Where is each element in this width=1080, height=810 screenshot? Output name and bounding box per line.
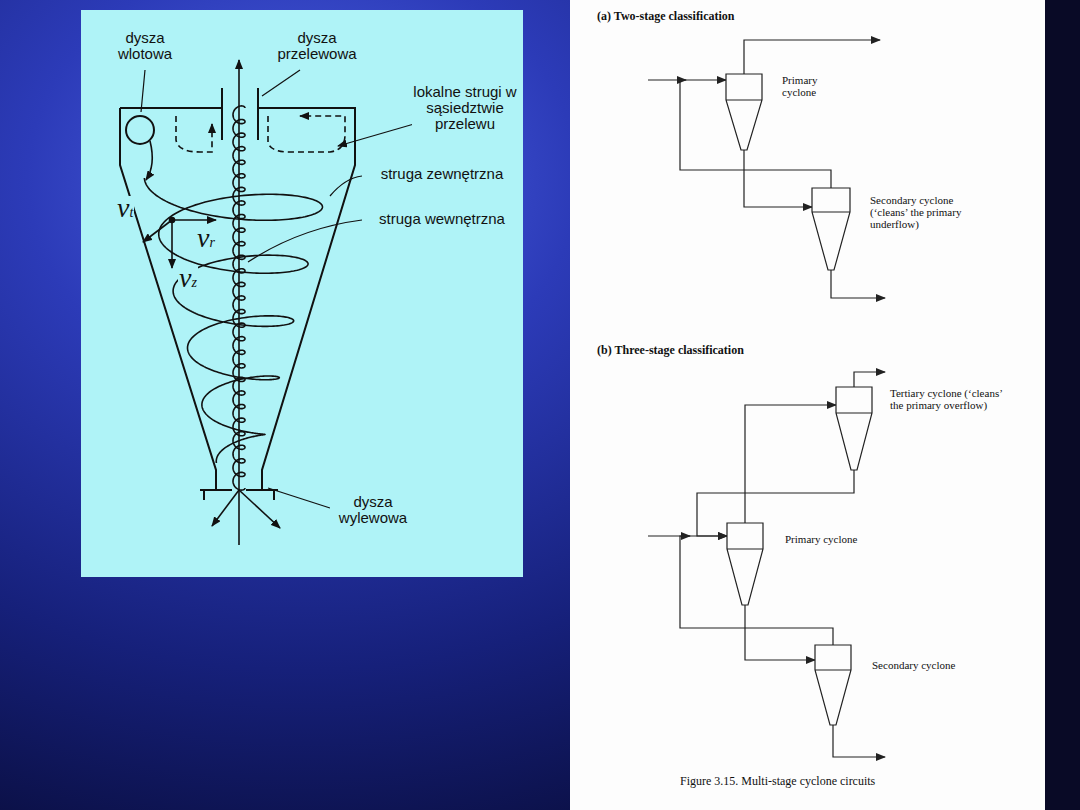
drawing-part (144, 106, 322, 490)
cyclone-outline (726, 74, 762, 150)
velocity-origin (170, 218, 175, 223)
overflow-line (744, 40, 880, 74)
drawing-part (143, 60, 345, 545)
drawing-part (648, 40, 885, 757)
cyclone-label: Secondary cyclone (‘cleans’ the primary … (870, 194, 984, 230)
edge-strip (1045, 0, 1080, 810)
cyclone-symbol (726, 74, 762, 150)
cyclone-node: Primary cyclone (727, 523, 763, 605)
underflow-exit (212, 490, 239, 526)
leader-line (248, 220, 362, 262)
cyclone-node: Primary cyclone (726, 74, 762, 150)
cyclone-label: Primary cyclone (785, 533, 915, 545)
cyclone-outline (812, 188, 850, 270)
cyclone-label: Tertiary cyclone (‘cleans’ the primary o… (890, 387, 1004, 411)
leader-line (141, 70, 145, 112)
velocity-vector (171, 220, 173, 268)
underflow-line (831, 270, 885, 298)
flow-connector (744, 150, 812, 207)
flow-label: struga zewnętrzna (364, 166, 520, 182)
velocity-label: vt (116, 196, 134, 225)
cyclone-outline (727, 523, 763, 605)
drawing-part (141, 70, 414, 508)
cyclone-outline (815, 645, 851, 725)
flow-connector (697, 470, 854, 536)
inlet-nozzle (126, 116, 154, 144)
overflow-pipe (222, 88, 258, 140)
inner-spiral (233, 106, 245, 490)
local-flow (268, 116, 345, 152)
cyclone-node: Secondary cyclone (815, 645, 851, 725)
subfigure-label: (b) Three-stage classification (597, 343, 744, 357)
leader-line (262, 70, 300, 96)
cyclone-node: Secondary cyclone (‘cleans’ the primary … (812, 188, 850, 270)
inlet-flow (146, 141, 152, 180)
velocity-label: vz (178, 266, 198, 295)
part-label: dysza wylewowa (330, 494, 416, 526)
leader-line (338, 124, 414, 146)
cyclone-node: Tertiary cyclone (‘cleans’ the primary o… (836, 387, 872, 470)
figure-caption: Figure 3.15. Multi-stage cyclone circuit… (680, 774, 875, 788)
cyclone-label: Secondary cyclone (872, 659, 1002, 671)
local-flow (176, 116, 212, 152)
velocity-vector (143, 220, 172, 242)
subfigure-label: (a) Two-stage classification (597, 9, 735, 23)
velocity-label: vr (196, 226, 216, 255)
leader-line (268, 488, 330, 508)
cyclone-symbol (727, 523, 763, 605)
flow-connector (745, 605, 815, 660)
velocity-vector (172, 219, 216, 221)
flow-label: struga wewnętrzna (364, 211, 520, 227)
part-label: dysza wlotowa (112, 30, 178, 62)
underflow-exit (239, 490, 280, 528)
cyclone-outline (836, 387, 872, 470)
overflow-line (854, 372, 885, 387)
cyclone-label: Primary cyclone (782, 74, 832, 98)
part-label: dysza przelewowa (272, 30, 362, 62)
cyclone-symbol (815, 645, 851, 725)
underflow-line (833, 725, 885, 757)
cyclone-symbol (812, 188, 850, 270)
cyclone-symbol (836, 387, 872, 470)
drawing-part (120, 88, 355, 500)
flow-connector (745, 405, 836, 523)
flow-label: lokalne strugi w sąsiedztwie przelewu (412, 84, 518, 132)
leader-line (330, 176, 362, 196)
